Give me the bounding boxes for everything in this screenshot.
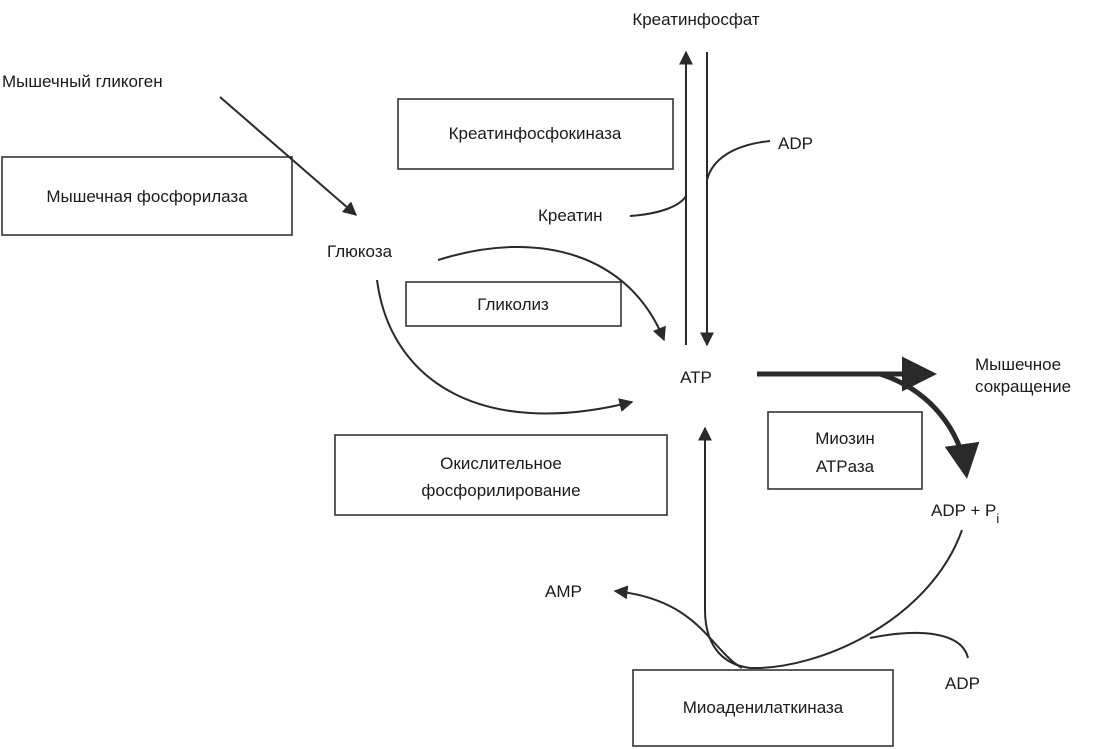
arrow-contraction-to-adp-pi (879, 371, 980, 479)
box-glycolysis: Гликолиз (405, 281, 622, 327)
arrow-kinase-to-atp (698, 426, 751, 669)
oxidative-phosphorylation-label-line1: Окислительное (440, 454, 562, 473)
line-adp-bottom-join (869, 632, 969, 659)
line-adp-top-leave (706, 140, 771, 181)
box-creatine-phosphokinase: Креатинфосфокиназа (397, 98, 674, 170)
node-muscle-contraction-line2: сокращение (975, 377, 1071, 396)
arrow-kinase-to-amp (613, 585, 743, 669)
node-adp-bottom: ADP (945, 674, 980, 693)
myosin-atpase-label-line1: Миозин (815, 429, 875, 448)
box-myosin-atpase: Миозин ATPаза (767, 411, 923, 490)
myosin-atpase-label-line2: ATPаза (816, 457, 875, 476)
node-glucose: Глюкоза (327, 242, 393, 261)
arrow-oxphos-to-atp (376, 279, 634, 415)
node-muscle-glycogen: Мышечный гликоген (2, 72, 163, 91)
node-adp-top: ADP (778, 134, 813, 153)
line-creatine-join (629, 195, 687, 217)
oxidative-phosphorylation-label-line2: фосфорилирование (421, 481, 580, 500)
box-myoadenylate-kinase: Миоаденилаткиназа (632, 669, 894, 747)
node-adp-pi: ADP + Pi (931, 501, 999, 526)
line-adp-pi-to-kinase (749, 529, 963, 670)
box-muscle-phosphorylase: Мышечная фосфорилаза (1, 156, 293, 236)
node-muscle-contraction-line1: Мышечное (975, 355, 1061, 374)
arrow-glycogen-to-glucose (219, 96, 358, 216)
node-atp: ATP (680, 368, 712, 387)
creatine-phosphokinase-label: Креатинфосфокиназа (449, 124, 622, 143)
myoadenylate-kinase-label: Миоаденилаткиназа (683, 698, 844, 717)
node-adp-pi-subscript: i (996, 511, 999, 526)
box-oxidative-phosphorylation: Окислительное фосфорилирование (334, 434, 668, 516)
muscle-phosphorylase-label: Мышечная фосфорилаза (46, 187, 248, 206)
node-creatine-phosphate: Креатинфосфат (632, 10, 760, 29)
node-amp: AMP (545, 582, 582, 601)
glycolysis-label: Гликолиз (477, 295, 549, 314)
node-creatine: Креатин (538, 206, 603, 225)
arrow-glycolysis-to-atp (437, 245, 666, 342)
